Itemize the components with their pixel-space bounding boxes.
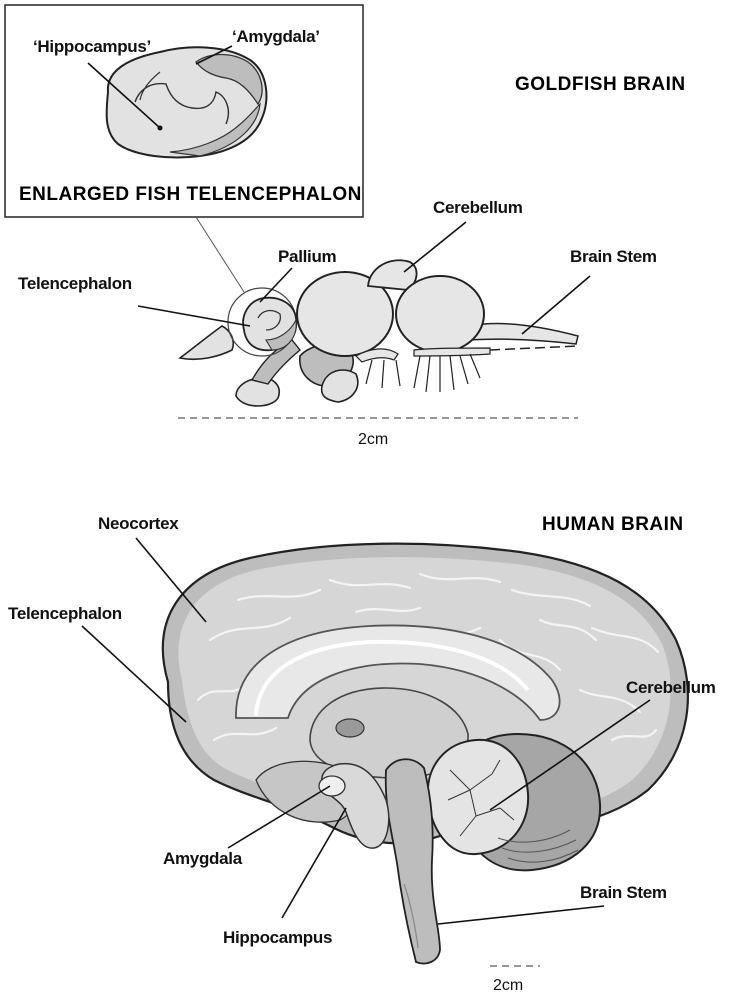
human-cerebellum-label: Cerebellum bbox=[626, 678, 716, 697]
goldfish-title: GOLDFISH BRAIN bbox=[515, 74, 686, 95]
goldfish-telencephalon-label: Telencephalon bbox=[18, 274, 132, 293]
enlarged-telencephalon-inset: ‘Hippocampus’ ‘Amygdala’ ENLARGED FISH T… bbox=[5, 5, 363, 217]
human-amygdala-label: Amygdala bbox=[163, 849, 243, 868]
human-section: HUMAN BRAIN bbox=[8, 514, 716, 994]
goldfish-telencephalon-leader bbox=[138, 306, 250, 326]
goldfish-brain-stem-label: Brain Stem bbox=[570, 247, 657, 266]
human-title: HUMAN BRAIN bbox=[542, 514, 684, 535]
goldfish-pallium-label: Pallium bbox=[278, 247, 337, 266]
human-hippocampus-leader bbox=[282, 808, 346, 918]
goldfish-scale-label: 2cm bbox=[358, 431, 388, 448]
human-scale-label: 2cm bbox=[493, 977, 523, 994]
goldfish-pallium-leader bbox=[260, 268, 292, 302]
human-telencephalon-label: Telencephalon bbox=[8, 604, 122, 623]
human-brain-stem-leader bbox=[438, 906, 604, 924]
human-neocortex-label: Neocortex bbox=[98, 514, 179, 533]
inset-connector bbox=[196, 217, 244, 292]
inset-amygdala-label: ‘Amygdala’ bbox=[232, 27, 320, 46]
goldfish-cerebellum-label: Cerebellum bbox=[433, 198, 523, 217]
goldfish-brain-drawing bbox=[180, 260, 578, 406]
goldfish-section: ‘Hippocampus’ ‘Amygdala’ ENLARGED FISH T… bbox=[5, 5, 686, 448]
human-hippocampus-label: Hippocampus bbox=[223, 928, 332, 947]
inset-title: ENLARGED FISH TELENCEPHALON bbox=[19, 184, 362, 205]
goldfish-cerebellum-leader bbox=[404, 222, 466, 272]
human-brain-stem-label: Brain Stem bbox=[580, 883, 667, 902]
goldfish-brain-stem-leader bbox=[522, 276, 590, 334]
inset-hippocampus-label: ‘Hippocampus’ bbox=[33, 37, 151, 56]
